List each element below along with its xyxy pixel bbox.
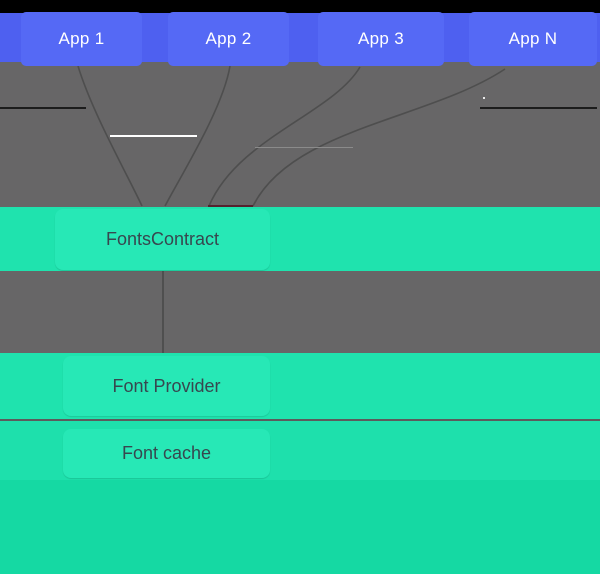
bottom-teal-band [0, 480, 600, 574]
node-font-provider: Font Provider [63, 356, 270, 416]
node-app-n: App N [469, 12, 597, 66]
arrow-app3-to-contract [208, 66, 361, 207]
artifact-line-black-right [480, 107, 597, 109]
node-app-3-label: App 3 [358, 29, 404, 48]
connector-contract-to-provider [162, 271, 164, 353]
arrow-app1-to-contract [77, 65, 143, 207]
node-app-2-label: App 2 [205, 29, 252, 48]
node-app-2: App 2 [168, 12, 289, 66]
artifact-line-white [110, 135, 197, 137]
node-fonts-contract-label: FontsContract [105, 229, 220, 249]
arrow-app2-to-contract [164, 65, 231, 207]
node-app-n-label: App N [508, 29, 558, 48]
artifact-dot-white [483, 97, 485, 99]
top-black-strip [0, 0, 600, 13]
artifact-line-gray [255, 147, 353, 148]
artifact-line-black-left [0, 107, 86, 109]
node-font-cache-label: Font cache [121, 443, 212, 463]
node-font-provider-label: Font Provider [112, 375, 221, 396]
node-app-1-label: App 1 [58, 29, 105, 48]
arrow-appn-to-contract [252, 68, 506, 207]
node-app-3: App 3 [318, 12, 444, 66]
artifact-line-maroon [208, 205, 253, 207]
node-font-cache: Font cache [63, 429, 270, 478]
provider-cache-divider [0, 419, 600, 421]
node-app-1: App 1 [21, 12, 142, 66]
node-fonts-contract: FontsContract [55, 209, 270, 270]
